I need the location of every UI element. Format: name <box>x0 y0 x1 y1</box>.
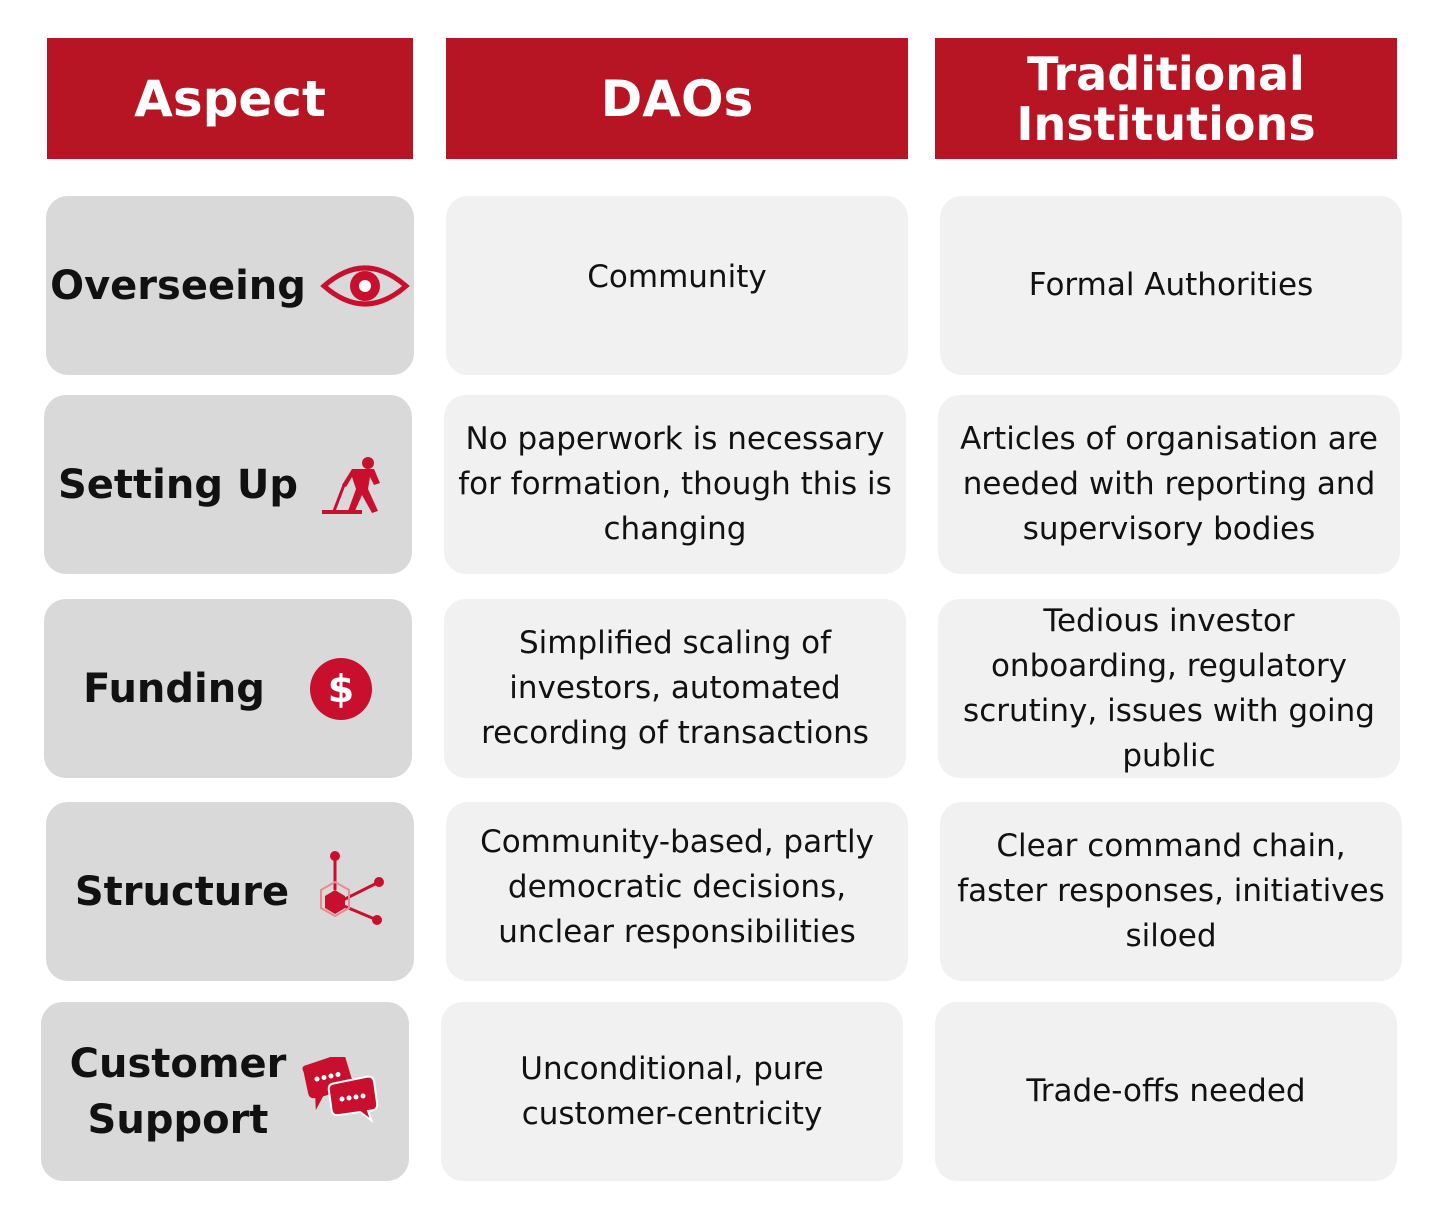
traditional-cell-setting-up: Articles of organisation are needed with… <box>938 395 1400 574</box>
traditional-cell-customer-support: Trade-offs needed <box>935 1002 1397 1181</box>
daos-cell-structure: Community-based, partly democratic decis… <box>446 802 908 981</box>
aspect-label-customer: Customer <box>69 1040 287 1087</box>
daos-text-structure: Community-based, partly democratic decis… <box>480 824 874 950</box>
daos-text-overseeing: Community <box>587 259 767 295</box>
aspect-cell-structure: Structure <box>46 802 414 981</box>
aspect-label-support: Support <box>87 1096 269 1143</box>
header-traditional-institutions: Traditional Institutions <box>935 38 1397 159</box>
aspect-label-structure: Structure <box>74 868 290 915</box>
daos-cell-funding: Simplified scaling of investors, automat… <box>444 599 906 778</box>
traditional-cell-structure: Clear command chain, faster responses, i… <box>940 802 1402 981</box>
daos-text-setting-up: No paperwork is necessary for formation,… <box>458 421 892 547</box>
header-traditional-line1: Traditional <box>1027 46 1305 101</box>
aspect-cell-overseeing: Overseeing <box>46 196 414 375</box>
header-traditional-line2: Institutions <box>1016 96 1316 151</box>
daos-cell-overseeing: Community <box>446 196 908 375</box>
aspect-label-overseeing: Overseeing <box>50 262 306 309</box>
svg-text:$: $ <box>328 667 354 711</box>
chat-bubbles-icon <box>300 1056 380 1127</box>
daos-text-funding: Simplified scaling of investors, automat… <box>481 625 869 751</box>
daos-cell-customer-support: Unconditional, pure customer-centricity <box>441 1002 903 1181</box>
aspect-label-setting-up: Setting Up <box>57 461 299 508</box>
traditional-text-overseeing: Formal Authorities <box>1028 267 1314 303</box>
aspect-cell-customer-support: Customer Support <box>41 1002 409 1181</box>
traditional-cell-funding: Tedious investor onboarding, regulatory … <box>938 599 1400 778</box>
dollar-icon: $ <box>309 657 373 721</box>
traditional-text-funding: Tedious investor onboarding, regulatory … <box>963 602 1375 774</box>
aspect-label-funding: Funding <box>83 665 265 712</box>
daos-cell-setting-up: No paperwork is necessary for formation,… <box>444 395 906 574</box>
traditional-text-setting-up: Articles of organisation are needed with… <box>960 421 1378 547</box>
traditional-text-structure: Clear command chain, faster responses, i… <box>957 828 1385 954</box>
aspect-label-customer-support: Customer Support <box>70 1036 287 1148</box>
aspect-cell-funding: Funding $ <box>44 599 412 778</box>
aspect-cell-setting-up: Setting Up <box>44 395 412 574</box>
traditional-cell-overseeing: Formal Authorities <box>940 196 1402 375</box>
header-daos: DAOs <box>446 38 908 159</box>
builder-icon <box>322 455 398 515</box>
header-aspect: Aspect <box>47 38 413 159</box>
traditional-text-customer-support: Trade-offs needed <box>1026 1073 1306 1109</box>
network-icon <box>313 850 385 934</box>
daos-text-customer-support: Unconditional, pure customer-centricity <box>520 1050 824 1132</box>
eye-icon <box>320 258 410 314</box>
